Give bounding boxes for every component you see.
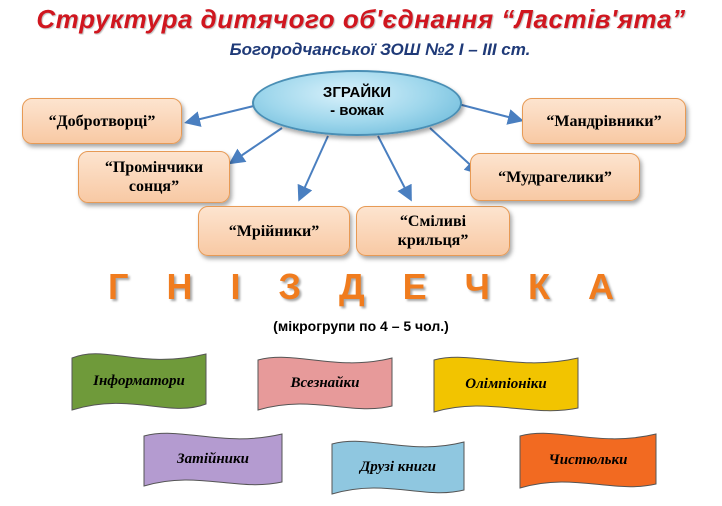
center-line1: ЗГРАЙКИ <box>322 84 392 101</box>
flag-shape <box>331 440 465 495</box>
flag-shape <box>519 432 657 489</box>
diagram-subtitle: Богородчанської ЗОШ №2 І – ІІІ ст. <box>229 40 531 59</box>
arrow-to-mriynyky <box>297 135 329 202</box>
center-line2: - вожак <box>330 102 384 119</box>
flag-label: Олімпіоніки <box>465 375 547 392</box>
flag-shape <box>71 353 207 411</box>
flag-label: Друзі книги <box>360 458 436 475</box>
arrow-to-mandrivnyky <box>457 103 524 125</box>
arrow-to-smylyvi <box>377 135 412 202</box>
flag-label: Інформатори <box>93 372 185 389</box>
flag-label: Затійники <box>177 450 249 467</box>
flag-label: Чистюльки <box>548 451 628 468</box>
flag-shape <box>143 432 283 487</box>
nest-title: Г Н І З Д Е Ч К А <box>108 266 628 307</box>
flag-informatory: Інформатори <box>70 348 208 414</box>
arrow-to-prominchyky <box>228 127 283 165</box>
flag-vseznayky: Всезнайки <box>256 352 394 414</box>
microgroup-note: (мікрогрупи по 4 – 5 чол.) <box>273 318 449 334</box>
flag-shape <box>433 356 579 413</box>
flag-druzi-knyhy: Друзі книги <box>330 436 466 498</box>
center-ellipse-zgrayky: ЗГРАЙКИ - вожак <box>252 70 462 136</box>
group-box-dobrotvortsi: “Добротворці” <box>22 98 182 144</box>
group-box-prominchyky: “Промінчики сонця” <box>78 151 230 203</box>
group-box-mudrahelyky: “Мудрагелики” <box>470 153 640 201</box>
group-box-mriynyky: “Мрійники” <box>198 206 350 256</box>
flag-label: Всезнайки <box>290 374 360 391</box>
flag-zatiynyky: Затійники <box>142 428 284 490</box>
diagram-title: Структура дитячого об'єднання “Ластів'ят… <box>36 4 686 34</box>
flag-chystiulky: Чистюльки <box>518 428 658 492</box>
arrow-to-dobrotvortsi <box>184 103 263 127</box>
flag-shape <box>257 356 393 411</box>
flag-olimpionyky: Олімпіоніки <box>432 352 580 416</box>
group-box-mandrivnyky: “Мандрівники” <box>522 98 686 144</box>
group-box-smylyvi: “Сміливі крильця” <box>356 206 510 256</box>
